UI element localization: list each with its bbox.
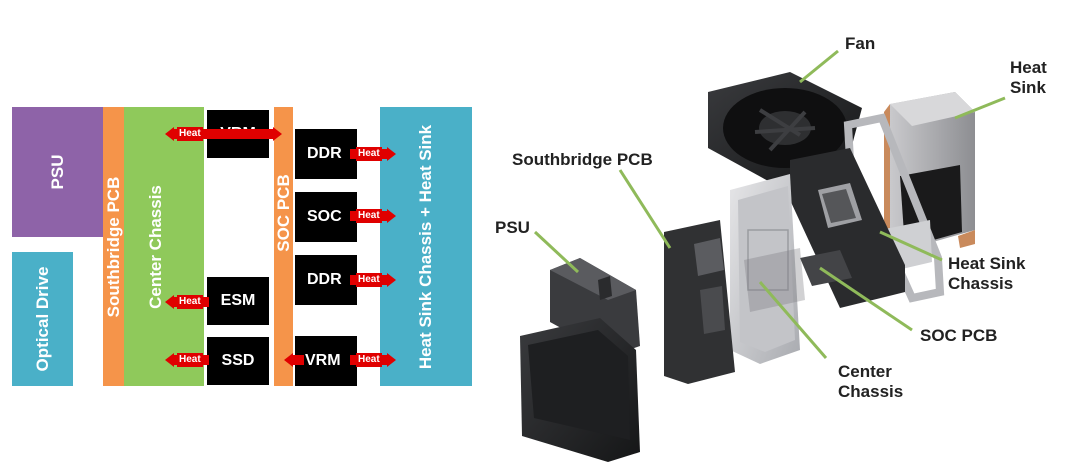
ssd-label: SSD [221, 352, 255, 369]
heat-arrow-soc: Heat [350, 209, 396, 223]
ddr-bottom-label: DDR [307, 271, 342, 288]
psu-block: PSU [12, 107, 103, 237]
ddr-bottom-chip: DDR [295, 255, 357, 305]
heat-label: Heat [356, 273, 382, 287]
optical-drive-part [520, 318, 640, 462]
soc-pcb-part [790, 148, 905, 308]
fan-callout: Fan [845, 34, 876, 53]
center-chassis-callout: Center Chassis [838, 362, 904, 401]
psu-callout: PSU [495, 218, 530, 237]
heat-label: Heat [177, 353, 203, 367]
ssd-chip: SSD [207, 337, 269, 385]
exploded-view: Fan Heat Sink Southbridge PCB PSU Heat S… [480, 0, 1077, 464]
heat-label: Heat [177, 295, 203, 309]
heat-arrow-ddr-bottom: Heat [350, 273, 396, 287]
leader-lines [533, 49, 1006, 359]
southbridge-pcb-label: Southbridge PCB [103, 176, 123, 317]
heat-sink-chassis-label: Heat Sink Chassis + Heat Sink [416, 124, 435, 369]
esm-chip: ESM [207, 277, 269, 325]
soc-pcb-label: SOC PCB [273, 174, 293, 252]
soc-pcb-callout: SOC PCB [920, 326, 998, 345]
southbridge-pcb-part [664, 220, 735, 384]
heat-label: Heat [356, 353, 382, 367]
ddr-top-chip: DDR [295, 129, 357, 179]
southbridge-pcb-callout: Southbridge PCB [512, 150, 653, 169]
heat-sink-chassis-callout: Heat Sink Chassis [948, 254, 1026, 293]
esm-label: ESM [220, 292, 256, 309]
soc-label: SOC [307, 208, 342, 225]
heat-arrow-vrm-right-left [284, 353, 304, 367]
southbridge-pcb-block: Southbridge PCB [103, 107, 124, 386]
heat-sink-callout: Heat Sink [1010, 58, 1047, 97]
heat-sink-part [884, 92, 975, 248]
heat-arrow-vrm-left: Heat [165, 127, 282, 141]
exploded-view-illustration [520, 49, 1006, 462]
vrm-right-label: VRM [305, 352, 341, 369]
heat-arrow-vrm-right: Heat [350, 353, 396, 367]
soc-chip: SOC [295, 192, 357, 242]
optical-drive-label: Optical Drive [32, 266, 52, 372]
vrm-right-chip: VRM [295, 336, 357, 386]
heat-arrow-esm: Heat [165, 295, 209, 309]
optical-drive-block: Optical Drive [12, 252, 73, 386]
heat-arrow-ddr-top: Heat [350, 147, 396, 161]
soc-pcb-block: SOC PCB [274, 107, 293, 386]
center-chassis-block: Center Chassis [124, 107, 204, 386]
psu-label: PSU [47, 154, 67, 190]
block-diagram: PSU Optical Drive Southbridge PCB Center… [0, 0, 480, 464]
heat-label: Heat [356, 147, 382, 161]
heat-label: Heat [177, 127, 203, 141]
center-chassis-label: Center Chassis [146, 184, 165, 309]
center-chassis-part [730, 174, 805, 364]
heat-label: Heat [356, 209, 382, 223]
ddr-top-label: DDR [307, 145, 342, 162]
heat-arrow-ssd: Heat [165, 353, 209, 367]
